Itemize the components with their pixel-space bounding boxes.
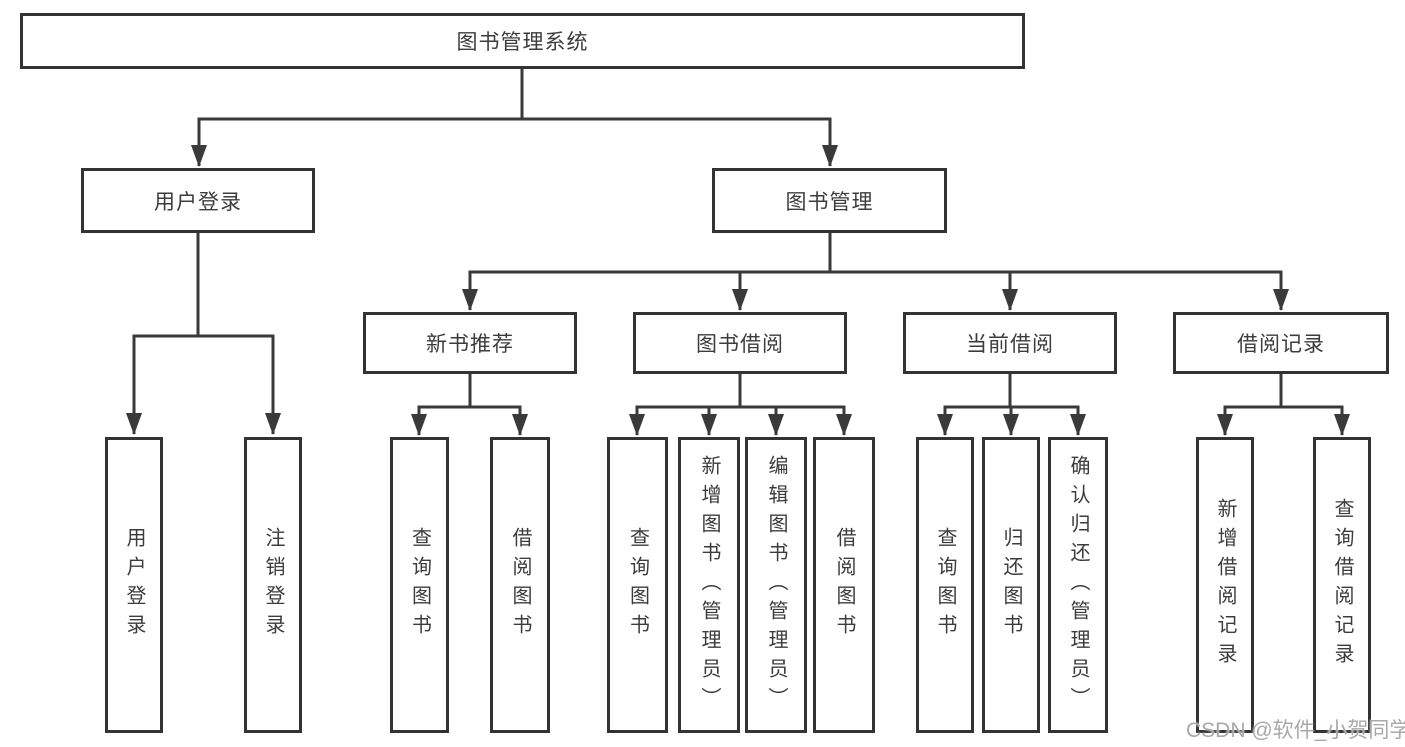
leaf-borrow-edit: 编辑图书（管理员） [745,437,807,733]
leaf-borrow-query: 查询图书 [607,437,668,733]
node-user-login-label: 用户登录 [154,190,242,214]
leaf-records-add-label: 新增借阅记录 [1214,498,1236,672]
connector-current-borrow-children [937,374,1086,436]
node-book-mgmt: 图书管理 [712,168,947,233]
leaf-borrow-add-label: 新增图书（管理员） [698,454,720,716]
leaf-newbooks-query-label: 查询图书 [408,527,431,643]
node-book-mgmt-label: 图书管理 [785,190,874,214]
node-current-borrow-label: 当前借阅 [966,333,1054,356]
leaf-borrow-edit-label: 编辑图书（管理员） [765,454,787,716]
leaf-newbooks-query: 查询图书 [390,437,449,733]
leaf-current-query-label: 查询图书 [934,527,956,643]
node-new-books-label: 新书推荐 [426,333,514,356]
leaf-newbooks-borrow: 借阅图书 [490,437,550,733]
node-new-books: 新书推荐 [363,312,577,374]
node-book-borrow: 图书借阅 [633,312,847,374]
leaf-user-login-label: 用户登录 [123,527,145,643]
node-user-login: 用户登录 [81,168,315,233]
leaf-borrow-borrow-label: 借阅图书 [833,527,855,643]
node-root-label: 图书管理系统 [456,31,589,54]
leaf-borrow-borrow: 借阅图书 [813,437,875,733]
leaf-current-confirm: 确认归还（管理员） [1048,437,1108,733]
leaf-current-confirm-label: 确认归还（管理员） [1067,454,1089,716]
connector-root-to-book-mgmt [520,69,838,167]
leaf-records-query-label: 查询借阅记录 [1331,498,1353,672]
node-book-borrow-label: 图书借阅 [696,333,784,356]
leaf-newbooks-borrow-label: 借阅图书 [509,527,531,643]
leaf-user-login: 用户登录 [105,437,163,733]
leaf-current-return: 归还图书 [982,437,1040,733]
leaf-logout-label: 注销登录 [262,527,284,643]
node-root: 图书管理系统 [20,13,1025,69]
connector-book-borrow-children [629,374,852,436]
leaf-logout: 注销登录 [244,437,302,733]
node-borrow-records: 借阅记录 [1173,312,1389,374]
watermark: CSDN @软件_小贺同学 [1186,719,1405,742]
leaf-records-query: 查询借阅记录 [1313,437,1371,733]
leaf-current-return-label: 归还图书 [1000,527,1022,643]
connector-new-books-children [411,374,528,436]
connector-root-to-user-login [191,69,524,167]
node-borrow-records-label: 借阅记录 [1237,333,1325,356]
leaf-borrow-add: 新增图书（管理员） [678,437,740,733]
leaf-records-add: 新增借阅记录 [1196,437,1254,733]
node-current-borrow: 当前借阅 [903,312,1117,374]
connector-borrow-records-children [1217,374,1350,436]
leaf-current-query: 查询图书 [916,437,974,733]
connector-user-login-children [126,233,281,435]
leaf-borrow-query-label: 查询图书 [626,527,649,643]
connector-book-mgmt-sections [462,233,1289,311]
